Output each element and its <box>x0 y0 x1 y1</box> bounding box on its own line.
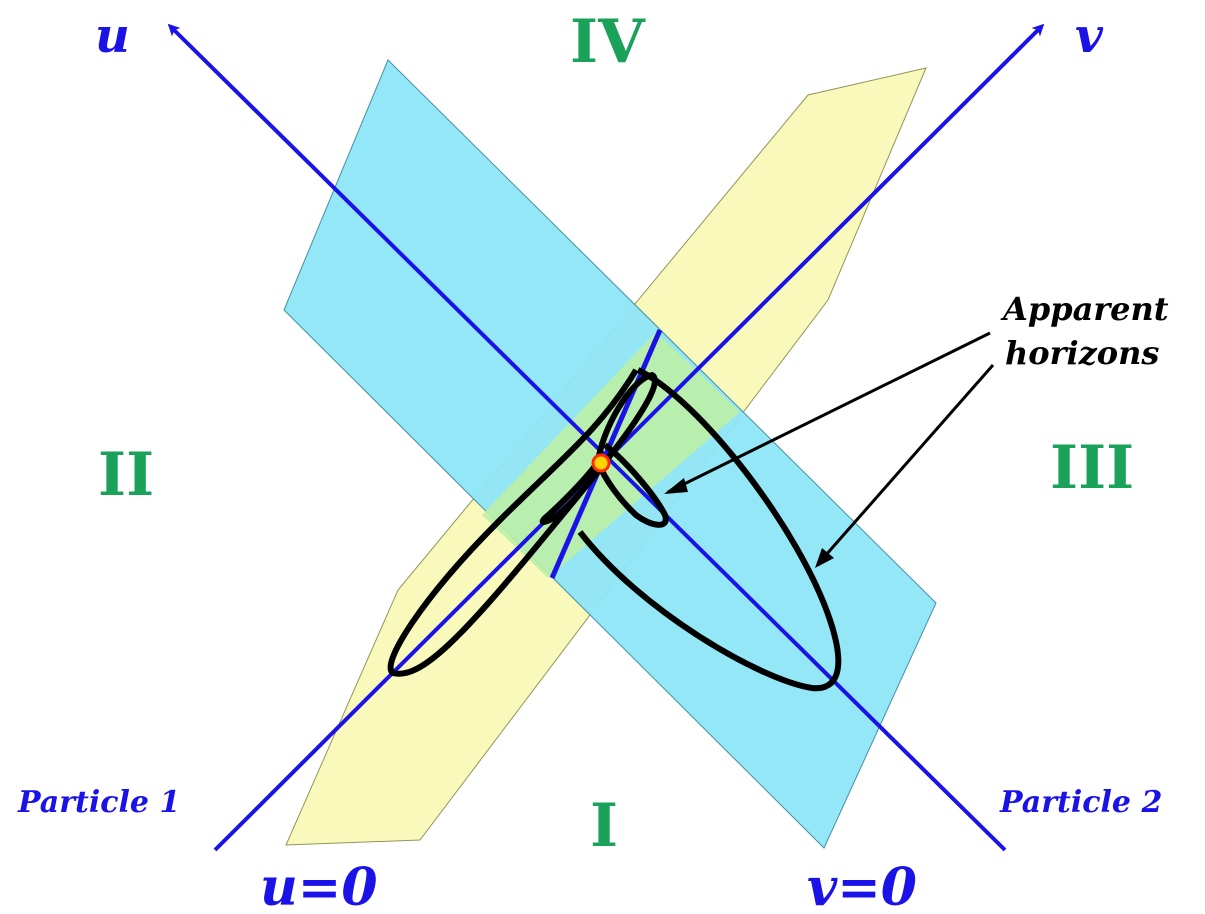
horizon-pointer-outer-head <box>815 548 834 568</box>
region-II-label: II <box>98 440 154 510</box>
v-axis-label: v <box>1075 8 1104 64</box>
region-III-label: III <box>1050 433 1134 503</box>
v-axis-line <box>213 23 1045 852</box>
outer-horizon-loop-right <box>577 367 842 692</box>
u-axis-label: u <box>95 8 130 64</box>
horizon-pointer-inner-head <box>664 478 688 494</box>
horizon-pointer-outer <box>816 364 995 565</box>
u-zero-label: u=0 <box>260 857 378 914</box>
u-axis-line <box>167 23 1007 852</box>
region-IV-label: IV <box>570 7 646 77</box>
apparent-horizons-label-line1: Apparent <box>1000 290 1169 328</box>
v-zero-label: v=0 <box>807 857 917 914</box>
particle-2-label: Particle 2 <box>999 785 1162 820</box>
region-I-label: I <box>590 791 618 861</box>
apparent-horizons-label-line2: horizons <box>1005 334 1159 372</box>
horizon-pointer-inner <box>667 331 991 494</box>
collision-point <box>591 453 611 473</box>
particle-1-label: Particle 1 <box>17 785 180 820</box>
